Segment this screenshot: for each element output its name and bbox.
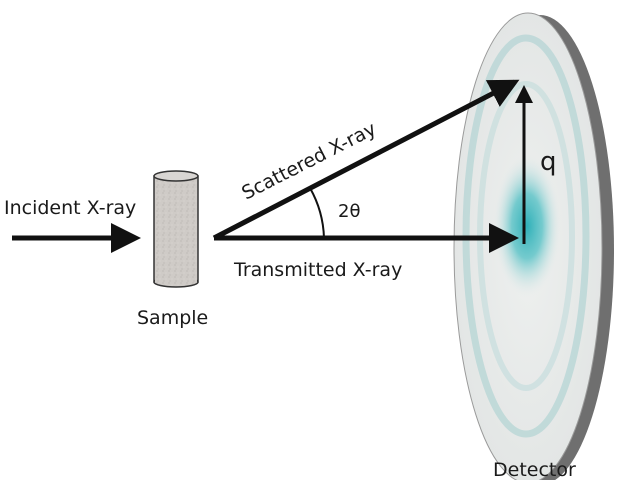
beam-spot: [493, 154, 561, 298]
q-label: q: [540, 147, 557, 177]
transmitted-label: Transmitted X-ray: [233, 259, 402, 281]
detector-label: Detector: [493, 459, 576, 480]
angle-arc: [309, 187, 325, 239]
incident-label: Incident X-ray: [4, 197, 136, 219]
sample-cylinder: [153, 170, 199, 288]
scattered-arrow: [212, 79, 520, 241]
sample-label: Sample: [137, 307, 208, 329]
angle-label: 2θ: [338, 201, 360, 222]
detector: [453, 12, 614, 480]
